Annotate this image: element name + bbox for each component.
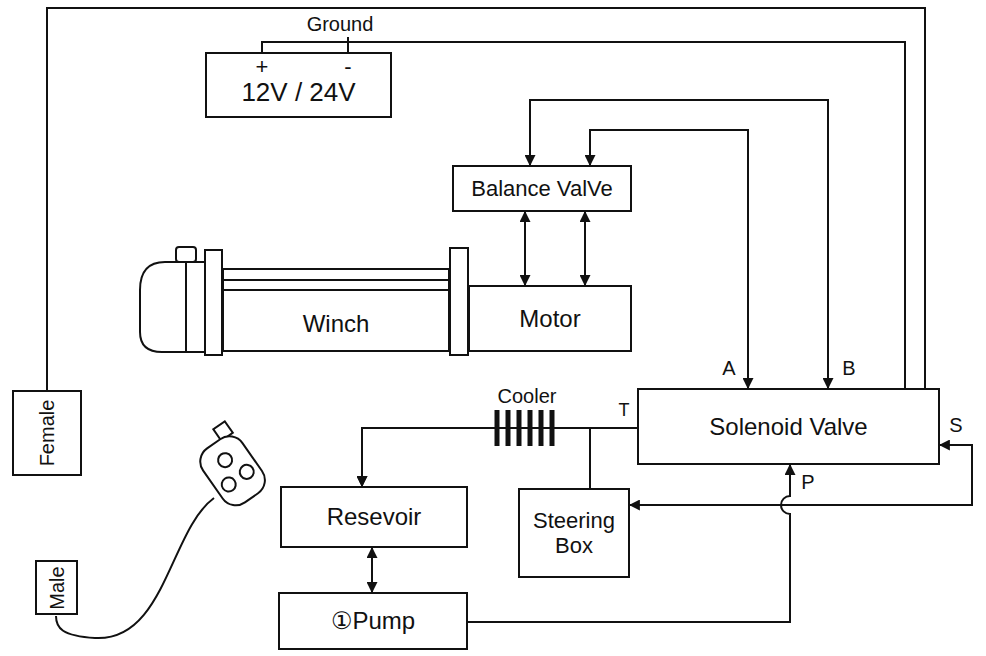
hydraulic-line — [371, 548, 373, 592]
winch-cap — [140, 262, 205, 352]
pump-box: ①Pump — [278, 592, 468, 650]
winch-plate — [450, 248, 468, 355]
box-label: Steering Box — [525, 508, 623, 559]
part-label: Cooler — [496, 385, 559, 407]
box-label: Female — [36, 400, 59, 467]
winch-rope — [222, 279, 450, 281]
box-label: Winch — [303, 310, 370, 338]
valve-box: Balance ValVe — [452, 165, 632, 212]
ground-wire — [347, 37, 349, 52]
box-label: 12V / 24V — [241, 78, 355, 108]
hydraulic-line — [362, 428, 637, 486]
box-label: ①Pump — [331, 607, 415, 635]
connector-box: Female — [12, 390, 82, 476]
box-label: Motor — [519, 305, 580, 333]
hydraulic-line — [584, 212, 586, 285]
port-label: S — [947, 414, 964, 436]
steering-box: Steering Box — [518, 488, 630, 578]
terminal-sign: + — [254, 55, 271, 79]
box-label: Balance ValVe — [471, 176, 612, 201]
remote-cable — [56, 498, 214, 638]
motor-box: Motor — [468, 285, 632, 352]
remote-control — [187, 420, 271, 511]
solenoid-valve-box: Solenoid Valve — [637, 388, 940, 465]
hydraulic-line — [524, 212, 526, 285]
winch-cap-line — [185, 262, 187, 352]
connector-box: Male — [35, 560, 78, 615]
port-label: A — [720, 357, 737, 379]
box-label: Male — [45, 566, 68, 609]
hydraulic-line — [468, 465, 790, 622]
battery-box: 12V / 24V — [205, 52, 392, 118]
terminal-label: Ground — [305, 13, 376, 35]
port-label: T — [617, 401, 632, 421]
hydraulic-line — [362, 428, 590, 488]
port-label: B — [840, 357, 857, 379]
terminal-sign: - — [342, 55, 353, 79]
box-label: Resevoir — [327, 503, 422, 531]
wire — [47, 8, 925, 390]
port-label: P — [799, 471, 816, 493]
winch-plate — [205, 250, 222, 355]
box-label: Solenoid Valve — [709, 413, 867, 441]
winch-rope — [222, 289, 450, 291]
winch-knob — [176, 247, 196, 262]
winch-drum: Winch — [222, 268, 450, 352]
reservoir-box: Resevoir — [280, 486, 468, 548]
